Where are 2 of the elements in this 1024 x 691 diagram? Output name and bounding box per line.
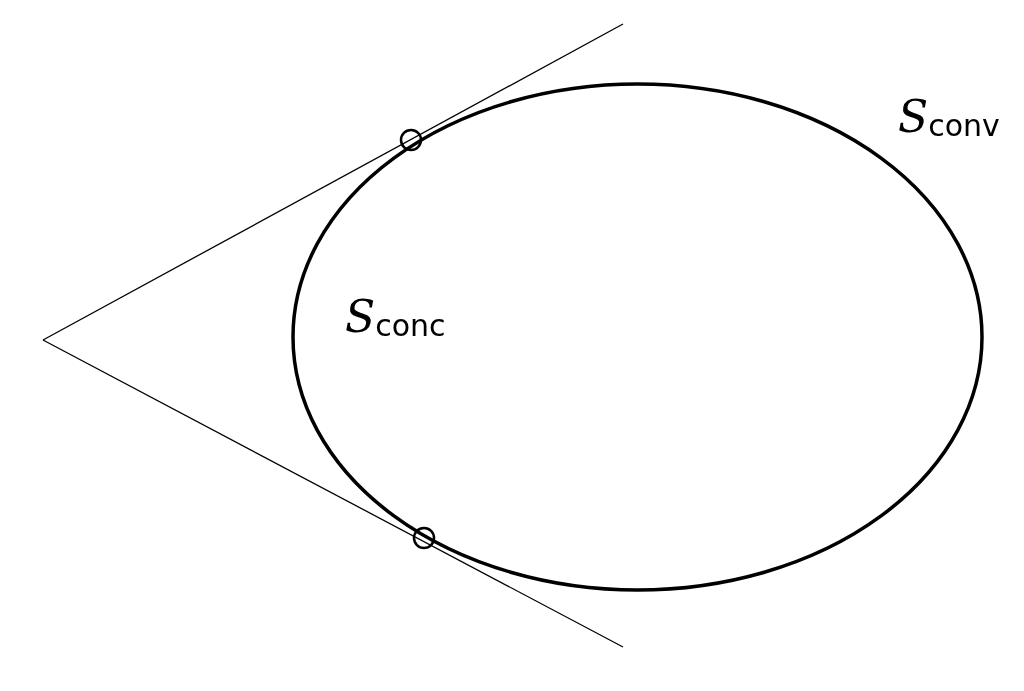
- math-label: S$_{conv}$: [898, 95, 1000, 141]
- math-label: S$_{conc}$: [345, 295, 446, 341]
